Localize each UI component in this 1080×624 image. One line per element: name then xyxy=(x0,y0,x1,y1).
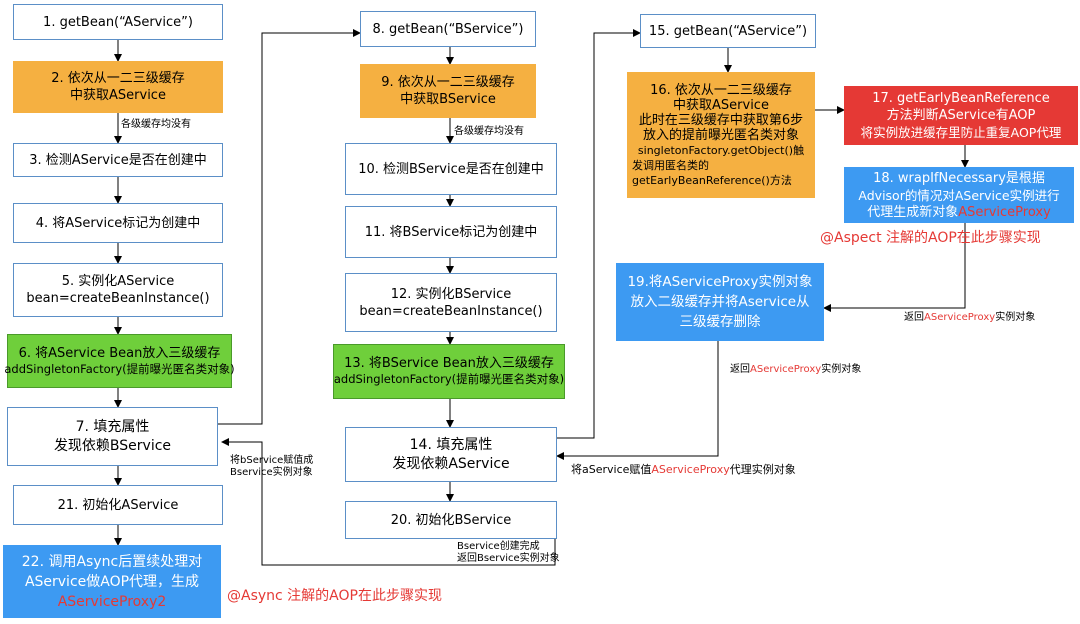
async-annotation: @Async 注解的AOP在此步骤实现 xyxy=(227,588,442,604)
step-9-line-2: 中获取BService xyxy=(400,92,496,107)
step-22-line-2: AService做AOP代理，生成 xyxy=(24,573,200,590)
return-proxy-note-1: 返回AServiceProxy实例对象 xyxy=(904,312,1035,324)
step-16-box: 16. 依次从一二三级缓存 中获取AService 此时在三级缓存中获取第6步 … xyxy=(627,72,815,198)
step-14-box: 14. 填充属性 发现依赖AService xyxy=(345,427,557,482)
step-12-box: 12. 实例化BService bean=createBeanInstance(… xyxy=(345,273,557,332)
step-18-line-1: 18. wrapIfNecessary是根据 xyxy=(873,170,1045,186)
step-2-line-2: 中获取AService xyxy=(70,88,166,103)
step-11-label: 11. 将BService标记为创建中 xyxy=(364,224,538,240)
step-13-line-2: addSingletonFactory(提前曝光匿名类对象) xyxy=(333,372,565,387)
step-22-line-1: 22. 调用Async后置续处理对 xyxy=(21,553,203,570)
step-3-box: 3. 检测AService是否在创建中 xyxy=(13,143,223,177)
return-proxy-1-post: 实例对象 xyxy=(995,312,1036,323)
step-18-proxy-name: AServiceProxy xyxy=(958,204,1051,220)
step-19-box: 19.将AServiceProxy实例对象 放入二级缓存并将Aservice从 … xyxy=(616,263,824,341)
step-7-line-1: 7. 填充属性 xyxy=(75,418,150,435)
step-1-label: 1. getBean(“AService”) xyxy=(43,14,193,30)
return-proxy-1-pre: 返回 xyxy=(904,312,924,323)
step-8-box: 8. getBean(“BService”) xyxy=(360,11,536,47)
return-proxy-2-post: 实例对象 xyxy=(821,364,862,375)
step-16-line-2: 中获取AService xyxy=(673,97,769,113)
return-proxy-1-name: AServiceProxy xyxy=(924,312,996,323)
step-7-box: 7. 填充属性 发现依赖BService xyxy=(7,407,218,466)
step-5-line-2: bean=createBeanInstance() xyxy=(26,291,210,306)
step-22-box: 22. 调用Async后置续处理对 AService做AOP代理，生成 ASer… xyxy=(3,545,221,618)
step-17-line-2: 方法判断AService有AOP xyxy=(886,108,1036,123)
aservice-assign-note: 将aService赋值AServiceProxy代理实例对象 xyxy=(571,464,796,476)
step-19-line-1: 19.将AServiceProxy实例对象 xyxy=(627,274,813,290)
step-5-box: 5. 实例化AService bean=createBeanInstance() xyxy=(13,263,223,317)
bservice-done-line-2: 返回Bservice实例对象 xyxy=(457,553,560,564)
step-10-box: 10. 检测BService是否在创建中 xyxy=(345,143,557,195)
step-16-line-4: 放入的提前曝光匿名类对象 xyxy=(642,127,799,143)
step-18-line-3: 代理生成新对象 xyxy=(867,204,959,220)
step-16-line-3: 此时在三级缓存中获取第6步 xyxy=(638,112,804,128)
step-16-line-5: singletonFactory.getObject()触 xyxy=(637,143,805,157)
step-15-box: 15. getBean(“AService”) xyxy=(640,14,816,48)
step-6-line-2: addSingletonFactory(提前曝光匿名类对象) xyxy=(4,361,235,376)
step-14-line-2: 发现依赖AService xyxy=(392,455,510,472)
aservice-assign-pre: 将aService赋值 xyxy=(571,463,652,476)
cache-empty-note-1: 各级缓存均没有 xyxy=(121,119,191,130)
step-9-box: 9. 依次从一二三级缓存 中获取BService xyxy=(360,64,536,118)
bservice-assign-note: 将bService赋值成 Bservice实例对象 xyxy=(230,455,313,479)
bservice-done-line-1: Bservice创建完成 xyxy=(457,541,540,552)
step-22-proxy-name: AServiceProxy2 xyxy=(57,593,167,610)
step-2-box: 2. 依次从一二三级缓存 中获取AService xyxy=(13,61,223,113)
step-6-line-1: 6. 将AService Bean放入三级缓存 xyxy=(18,345,221,361)
step-2-line-1: 2. 依次从一二三级缓存 xyxy=(51,71,185,86)
step-20-label: 20. 初始化BService xyxy=(390,512,512,528)
cache-empty-note-2: 各级缓存均没有 xyxy=(454,126,524,137)
step-18-line-2: Advisor的情况对AService实例进行 xyxy=(858,187,1060,203)
aspect-annotation: @Aspect 注解的AOP在此步骤实现 xyxy=(820,230,1041,246)
step-21-box: 21. 初始化AService xyxy=(13,485,223,525)
step-17-line-3: 将实例放进缓存里防止重复AOP代理 xyxy=(860,125,1062,140)
step-9-line-1: 9. 依次从一二三级缓存 xyxy=(381,75,515,90)
step-16-line-7: getEarlyBeanReference()方法 xyxy=(632,173,792,187)
step-21-label: 21. 初始化AService xyxy=(57,497,179,513)
step-6-box: 6. 将AService Bean放入三级缓存 addSingletonFact… xyxy=(4,334,235,388)
step-15-label: 15. getBean(“AService”) xyxy=(648,23,808,39)
step-3-label: 3. 检测AService是否在创建中 xyxy=(29,152,207,168)
step-13-line-1: 13. 将BService Bean放入三级缓存 xyxy=(344,356,554,372)
step-10-label: 10. 检测BService是否在创建中 xyxy=(358,161,544,177)
return-proxy-2-name: AServiceProxy xyxy=(750,364,822,375)
aservice-assign-proxy: AServiceProxy xyxy=(651,463,730,476)
step-16-line-6: 发调用匿名类的 xyxy=(632,158,709,172)
step-17-box: 17. getEarlyBeanReference 方法判断AService有A… xyxy=(844,86,1078,145)
step-5-line-1: 5. 实例化AService xyxy=(61,274,175,289)
bservice-done-note: Bservice创建完成 返回Bservice实例对象 xyxy=(457,541,560,565)
step-8-label: 8. getBean(“BService”) xyxy=(372,21,524,37)
aservice-assign-post: 代理实例对象 xyxy=(729,463,796,476)
step-19-line-3: 三级缓存删除 xyxy=(679,314,761,330)
step-19-line-2: 放入二级缓存并将Aservice从 xyxy=(630,294,810,310)
step-4-label: 4. 将AService标记为创建中 xyxy=(35,215,201,231)
return-proxy-note-2: 返回AServiceProxy实例对象 xyxy=(730,364,861,376)
step-4-box: 4. 将AService标记为创建中 xyxy=(13,203,223,243)
step-12-line-1: 12. 实例化BService xyxy=(390,286,512,302)
step-17-line-1: 17. getEarlyBeanReference xyxy=(872,91,1050,106)
return-proxy-2-pre: 返回 xyxy=(730,364,750,375)
step-12-line-2: bean=createBeanInstance() xyxy=(359,303,543,319)
step-14-line-1: 14. 填充属性 xyxy=(409,436,493,453)
bservice-assign-line-1: 将bService赋值成 xyxy=(230,455,314,466)
step-18-box: 18. wrapIfNecessary是根据 Advisor的情况对AServi… xyxy=(844,167,1074,223)
step-11-box: 11. 将BService标记为创建中 xyxy=(345,206,557,258)
step-20-box: 20. 初始化BService xyxy=(345,501,557,539)
step-13-box: 13. 将BService Bean放入三级缓存 addSingletonFac… xyxy=(333,344,565,399)
bservice-assign-line-2: Bservice实例对象 xyxy=(230,467,313,478)
step-16-line-1: 16. 依次从一二三级缓存 xyxy=(650,82,792,98)
step-7-line-2: 发现依赖BService xyxy=(53,437,172,454)
step-1-box: 1. getBean(“AService”) xyxy=(13,4,223,40)
